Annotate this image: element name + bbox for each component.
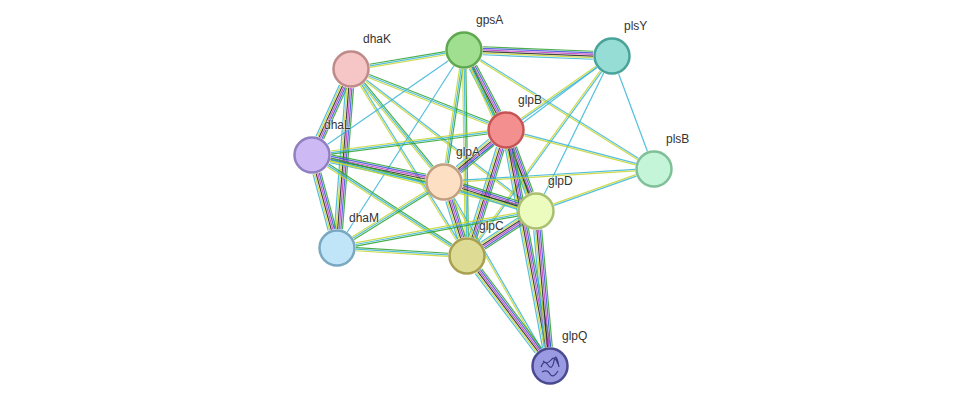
node-circle (293, 136, 331, 174)
protein-node: plsY (593, 37, 631, 75)
protein-node: plsB (635, 150, 673, 188)
interaction-edge (619, 74, 648, 151)
node-circle (487, 111, 525, 149)
protein-node: dhaK (332, 50, 370, 88)
node-circle (635, 150, 673, 188)
interaction-edge (355, 213, 517, 246)
protein-node: gpsA (445, 31, 483, 69)
protein-node: glpC (448, 237, 486, 275)
interaction-edge (368, 74, 489, 124)
interaction-edge (534, 230, 553, 348)
node-label: plsY (624, 19, 647, 33)
protein-node: dhaL (293, 136, 331, 174)
interaction-edge (475, 269, 541, 353)
node-label: glpB (518, 93, 542, 107)
node-circle (445, 31, 483, 69)
node-circle (318, 229, 356, 267)
interaction-edge (456, 139, 494, 173)
node-label: gpsA (476, 13, 503, 27)
interaction-edge (524, 134, 636, 165)
interaction-edge (483, 47, 593, 59)
node-circle (332, 50, 370, 88)
protein-node: glpQ (531, 347, 569, 385)
protein-node: glpA (425, 163, 463, 201)
node-label: dhaK (363, 32, 391, 46)
interaction-edge (544, 73, 603, 194)
node-label: dhaM (349, 211, 379, 225)
protein-node: dhaM (318, 229, 356, 267)
interaction-edge (369, 52, 445, 68)
interaction-edge (356, 248, 448, 257)
node-label: dhaL (324, 118, 351, 132)
node-circle (531, 347, 569, 385)
node-circle (425, 163, 463, 201)
node-circle (593, 37, 631, 75)
node-label: glpQ (562, 329, 587, 343)
node-label: glpA (456, 145, 480, 159)
interaction-edge (461, 184, 519, 209)
protein-node: glpB (487, 111, 525, 149)
interaction-edge (313, 172, 336, 230)
node-label: glpC (479, 219, 504, 233)
node-label: glpD (548, 174, 573, 188)
node-circle (517, 192, 555, 230)
node-circle (448, 237, 486, 275)
protein-node: glpD (517, 192, 555, 230)
node-label: plsB (666, 132, 689, 146)
interaction-edge (446, 199, 465, 239)
interaction-edge (478, 71, 602, 241)
